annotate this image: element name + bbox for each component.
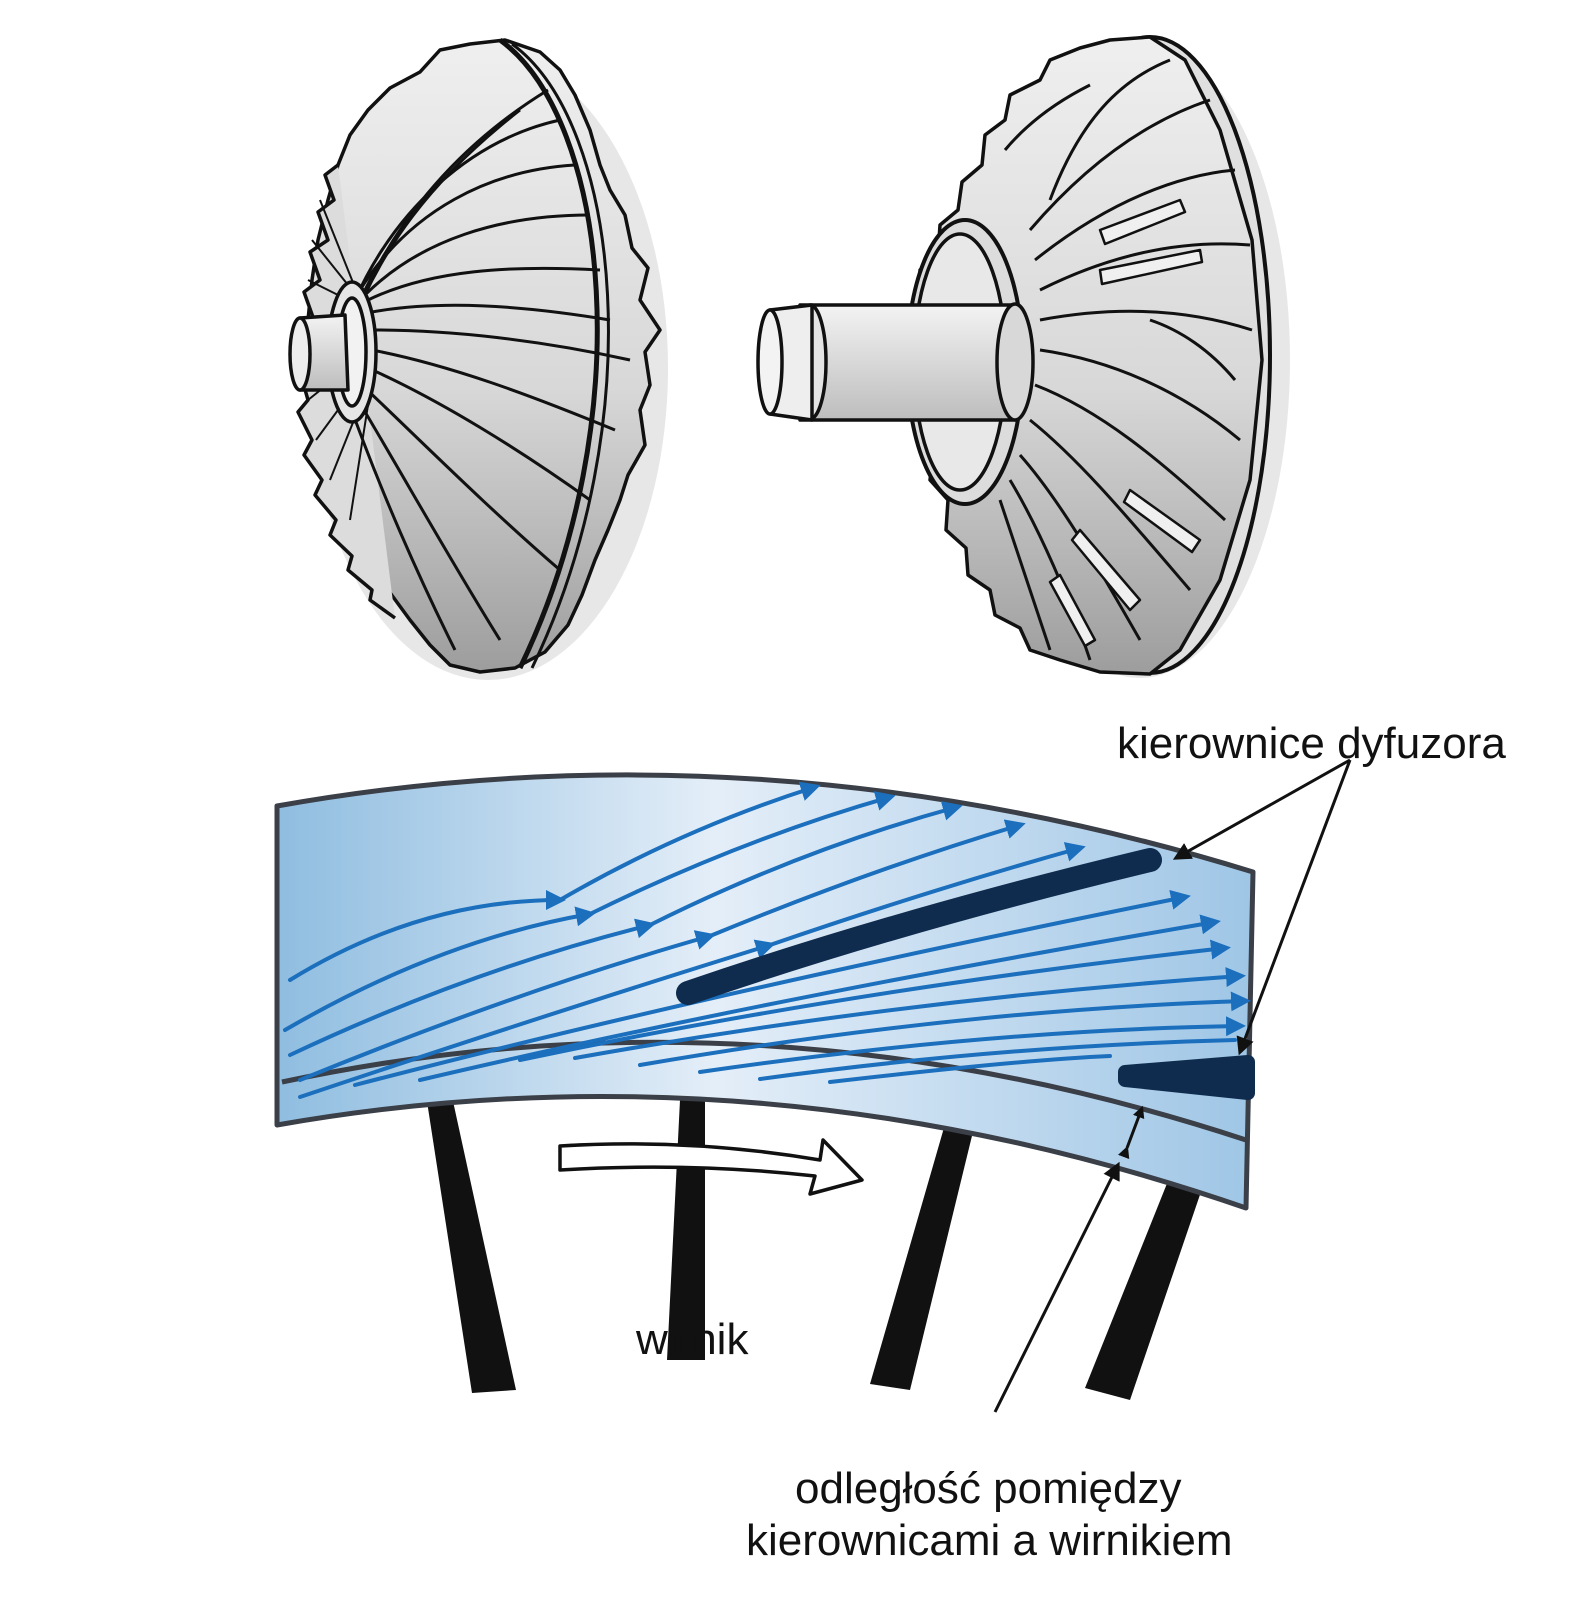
streamline-3 <box>288 918 656 1057</box>
callout-arrows <box>993 758 1352 1413</box>
streamline-5b <box>768 842 1086 947</box>
streamline-4b <box>708 819 1026 938</box>
callout-arrow-vane-lower <box>1236 759 1352 1056</box>
streamline-12 <box>758 1038 1237 1081</box>
impeller-right <box>756 35 1290 678</box>
streamline-9 <box>573 967 1246 1060</box>
diffuser-vane-upper <box>676 848 1162 1005</box>
rotation-arrow-icon <box>558 1138 864 1196</box>
rotor-blade-1 <box>426 1092 516 1393</box>
streamline-1 <box>288 890 566 982</box>
streamlines <box>283 781 1251 1099</box>
streamline-1b <box>558 781 821 902</box>
streamline-10 <box>638 991 1251 1067</box>
streamline-2 <box>283 906 596 1032</box>
streamline-5 <box>298 939 776 1099</box>
streamline-2b <box>588 791 896 916</box>
callout-arrow-gap <box>993 1161 1120 1413</box>
streamline-3b <box>648 801 963 927</box>
callout-arrow-vane-upper <box>1172 758 1351 860</box>
label-diffuser-vanes: kierownice dyfuzora <box>1117 719 1506 768</box>
impeller-left <box>288 37 668 680</box>
rotor-blade-4 <box>1085 1176 1205 1400</box>
streamline-13 <box>828 1054 1112 1084</box>
label-rotor: wirnik <box>636 1315 749 1364</box>
streamline-8 <box>518 939 1231 1062</box>
rotor-blade-3 <box>870 1100 980 1390</box>
streamline-6 <box>353 889 1191 1087</box>
label-gap-line1: odległość pomiędzy <box>795 1464 1182 1513</box>
streamline-11 <box>698 1016 1246 1074</box>
streamline-4 <box>298 930 716 1082</box>
gap-dimension-arrow <box>1118 1105 1145 1160</box>
diffuser-vanes <box>676 848 1255 1100</box>
streamline-7 <box>418 914 1221 1082</box>
label-gap-line2: kierownicami a wirnikiem <box>746 1516 1233 1565</box>
diffuser-vane-lower <box>1118 1055 1255 1100</box>
channel-outline <box>274 772 1256 1211</box>
